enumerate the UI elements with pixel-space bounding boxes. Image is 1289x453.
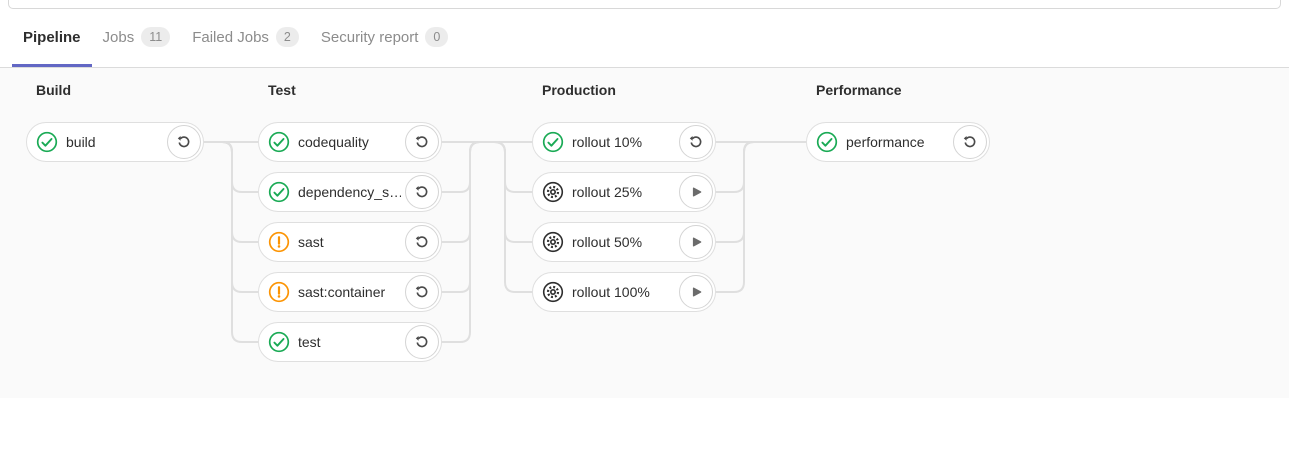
stage-jobs: codequality dependency_s… sast sast:cont… (258, 122, 442, 362)
play-icon (688, 184, 704, 200)
retry-button[interactable] (167, 125, 201, 159)
tab-badge: 11 (141, 27, 171, 47)
tab-label: Failed Jobs (192, 28, 269, 46)
status-manual-icon (542, 231, 564, 253)
job-pill[interactable]: dependency_s… (258, 172, 442, 212)
job-label: codequality (298, 134, 369, 150)
job-label: rollout 100% (572, 284, 650, 300)
play-button[interactable] (679, 175, 713, 209)
job-pill[interactable]: build (26, 122, 204, 162)
retry-icon (962, 134, 978, 150)
retry-icon (414, 334, 430, 350)
retry-button[interactable] (405, 225, 439, 259)
pipeline-stage-production: Production rollout 10% rollout 25% rollo… (532, 82, 716, 312)
pipeline-stage-performance: Performance performance (806, 82, 990, 162)
tab-security-report[interactable]: Security report 0 (310, 10, 460, 67)
retry-button[interactable] (405, 125, 439, 159)
tab-failed-jobs[interactable]: Failed Jobs 2 (181, 10, 310, 67)
status-manual-icon (542, 281, 564, 303)
job-pill[interactable]: rollout 100% (532, 272, 716, 312)
status-success-icon (268, 131, 290, 153)
retry-button[interactable] (679, 125, 713, 159)
play-button[interactable] (679, 275, 713, 309)
status-warning-icon (268, 231, 290, 253)
job-label: rollout 50% (572, 234, 643, 250)
retry-icon (414, 284, 430, 300)
status-warning-icon (268, 281, 290, 303)
tab-label: Security report (320, 28, 419, 46)
pipeline-graph: Build build Test codequality dependency_… (0, 68, 1289, 398)
job-pill[interactable]: codequality (258, 122, 442, 162)
status-success-icon (268, 181, 290, 203)
play-button[interactable] (679, 225, 713, 259)
pipeline-stage-test: Test codequality dependency_s… sast sast… (258, 82, 442, 362)
commit-box-bottom-edge (8, 0, 1281, 9)
job-pill[interactable]: test (258, 322, 442, 362)
job-pill[interactable]: rollout 50% (532, 222, 716, 262)
stage-jobs: build (26, 122, 204, 162)
retry-icon (414, 134, 430, 150)
retry-icon (414, 234, 430, 250)
tab-label: Pipeline (23, 28, 81, 46)
job-label: build (66, 134, 96, 150)
retry-button[interactable] (953, 125, 987, 159)
job-pill[interactable]: rollout 25% (532, 172, 716, 212)
status-success-icon (268, 331, 290, 353)
stage-title: Production (542, 82, 616, 98)
job-label: dependency_s… (298, 184, 401, 200)
play-icon (688, 284, 704, 300)
job-label: rollout 10% (572, 134, 643, 150)
tab-jobs[interactable]: Jobs 11 (92, 10, 182, 67)
stage-jobs: rollout 10% rollout 25% rollout 50% roll… (532, 122, 716, 312)
job-label: rollout 25% (572, 184, 643, 200)
tab-label: Jobs (102, 28, 135, 46)
retry-button[interactable] (405, 175, 439, 209)
job-label: performance (846, 134, 925, 150)
job-pill[interactable]: rollout 10% (532, 122, 716, 162)
status-success-icon (542, 131, 564, 153)
tab-badge: 2 (275, 27, 299, 47)
stage-title: Build (36, 82, 71, 98)
job-pill[interactable]: performance (806, 122, 990, 162)
retry-button[interactable] (405, 325, 439, 359)
job-label: sast:container (298, 284, 386, 300)
retry-icon (414, 184, 430, 200)
job-pill[interactable]: sast (258, 222, 442, 262)
tab-pipeline[interactable]: Pipeline (12, 10, 92, 67)
job-label: sast (298, 234, 324, 250)
stage-jobs: performance (806, 122, 990, 162)
status-manual-icon (542, 181, 564, 203)
retry-icon (176, 134, 192, 150)
retry-button[interactable] (405, 275, 439, 309)
status-success-icon (36, 131, 58, 153)
status-success-icon (816, 131, 838, 153)
pipeline-stage-build: Build build (26, 82, 204, 162)
tab-badge: 0 (425, 27, 449, 47)
play-icon (688, 234, 704, 250)
job-pill[interactable]: sast:container (258, 272, 442, 312)
pipeline-tabs: Pipeline Jobs 11 Failed Jobs 2 Security … (0, 10, 1289, 68)
stage-title: Test (268, 82, 296, 98)
retry-icon (688, 134, 704, 150)
stage-title: Performance (816, 82, 902, 98)
job-label: test (298, 334, 321, 350)
